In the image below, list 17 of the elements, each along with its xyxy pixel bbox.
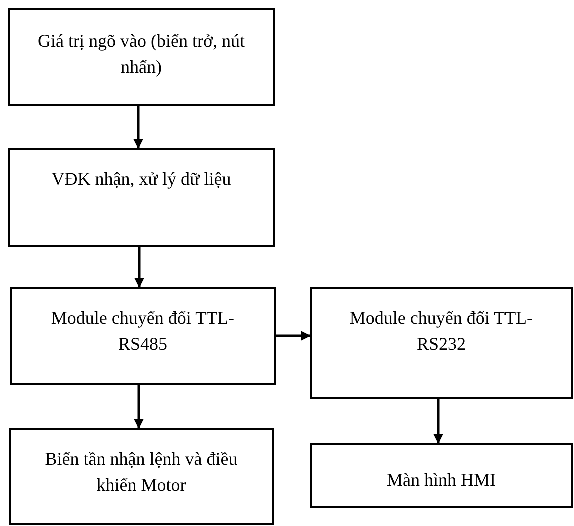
box-label: VĐK nhận, xử lý dữ liệu xyxy=(52,168,232,191)
box-label: Màn hình HMI xyxy=(387,469,496,492)
arrow xyxy=(434,399,444,444)
box-label: Biến tần nhận lệnh và điều khiển Motor xyxy=(44,448,239,497)
box-label: Module chuyển đổi TTL-RS485 xyxy=(50,307,236,356)
arrow xyxy=(134,385,144,429)
process-box xyxy=(310,287,573,399)
box-label: Module chuyển đổi TTL-RS232 xyxy=(348,307,534,356)
arrow xyxy=(134,247,144,288)
process-box xyxy=(8,148,275,247)
box-label: Giá trị ngõ vào (biến trở, nút nhấn) xyxy=(37,30,246,79)
arrow xyxy=(134,106,144,149)
arrow xyxy=(276,331,311,341)
process-box xyxy=(9,428,274,525)
process-box xyxy=(10,287,276,385)
process-box xyxy=(310,443,573,508)
process-box xyxy=(8,8,275,106)
